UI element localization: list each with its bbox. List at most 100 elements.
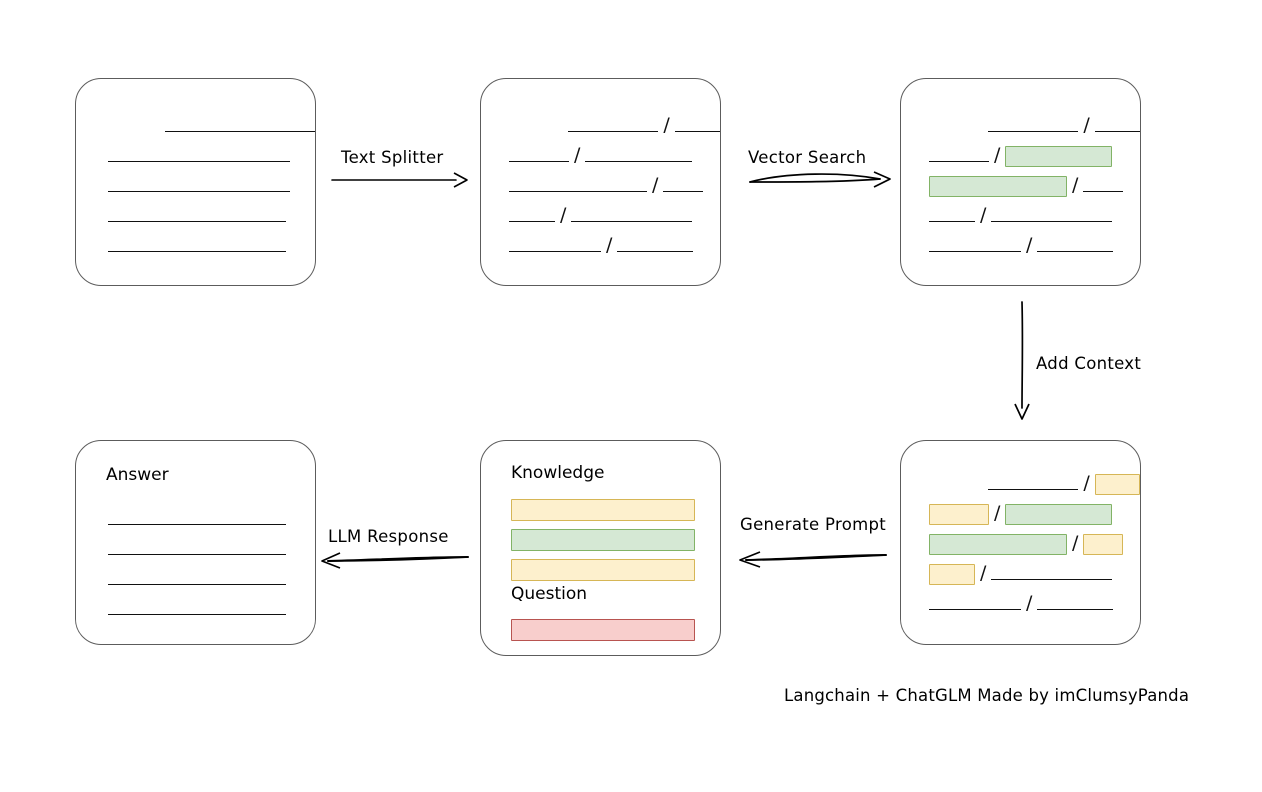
text-line-segment xyxy=(509,180,647,192)
split-document-box: / / / / / xyxy=(480,78,721,286)
document-line-row: / xyxy=(509,111,720,141)
highlight-chip-green xyxy=(1005,503,1113,525)
separator-slash: / xyxy=(1026,591,1033,614)
separator-slash: / xyxy=(994,143,1001,166)
text-line-segment xyxy=(929,240,1021,252)
text-line-segment xyxy=(567,120,659,132)
document-line-row: / xyxy=(509,171,720,201)
document-line-row xyxy=(108,534,315,564)
source-document-box xyxy=(75,78,316,286)
source-document-lines xyxy=(76,111,315,261)
text-line-segment xyxy=(929,598,1021,610)
text-line-segment xyxy=(108,573,286,585)
text-line-segment xyxy=(571,210,693,222)
highlight-chip-yellow xyxy=(1094,473,1140,495)
separator-slash: / xyxy=(994,501,1001,524)
vector-search-arrow xyxy=(749,171,891,188)
highlight-chip-green xyxy=(1005,145,1113,167)
answer-title: Answer xyxy=(106,465,169,485)
generate-prompt-label: Generate Prompt xyxy=(740,515,886,534)
text-line-segment xyxy=(509,210,555,222)
document-line-row: / xyxy=(929,141,1140,171)
knowledge-chip-green xyxy=(511,529,695,551)
document-line-row xyxy=(108,504,315,534)
context-document-box: ///// xyxy=(900,440,1141,645)
text-line-segment xyxy=(509,240,601,252)
separator-slash: / xyxy=(1072,531,1079,554)
text-line-segment xyxy=(108,513,286,525)
add-context-arrow xyxy=(1014,301,1030,420)
document-line-row xyxy=(108,171,315,201)
highlight-chip-yellow xyxy=(929,503,989,525)
text-line-segment xyxy=(663,180,704,192)
document-line-row: / xyxy=(509,141,720,171)
document-line-row: / xyxy=(929,171,1140,201)
document-line-row: / xyxy=(929,589,1140,619)
generate-prompt-arrow xyxy=(739,551,887,568)
knowledge-chip-row xyxy=(511,525,695,555)
document-line-row xyxy=(108,594,315,624)
text-line-segment xyxy=(509,150,569,162)
add-context-label: Add Context xyxy=(1036,354,1142,373)
separator-slash: / xyxy=(574,143,581,166)
document-line-row xyxy=(108,564,315,594)
document-line-row: / xyxy=(509,201,720,231)
highlight-chip-green xyxy=(929,533,1067,555)
text-line-segment xyxy=(991,568,1113,580)
vector-matched-document-lines: / / / / / xyxy=(901,111,1140,261)
question-chip-row xyxy=(511,615,695,645)
text-line-segment xyxy=(108,150,290,162)
question-label: Question xyxy=(511,584,588,604)
separator-slash: / xyxy=(560,203,567,226)
answer-box: Answer xyxy=(75,440,316,645)
highlight-chip-yellow xyxy=(929,563,975,585)
document-line-row: / xyxy=(929,111,1140,141)
text-splitter-label: Text Splitter xyxy=(341,148,444,167)
separator-slash: / xyxy=(1083,113,1090,136)
text-line-segment xyxy=(108,603,286,615)
separator-slash: / xyxy=(606,233,613,256)
footer-credit: Langchain + ChatGLM Made by imClumsyPand… xyxy=(784,686,1190,705)
document-line-row xyxy=(108,201,315,231)
separator-slash: / xyxy=(980,203,987,226)
separator-slash: / xyxy=(663,113,670,136)
text-line-segment xyxy=(108,210,286,222)
context-document-lines: ///// xyxy=(901,469,1140,619)
text-line-segment xyxy=(108,240,286,252)
separator-slash: / xyxy=(652,173,659,196)
text-splitter-arrow xyxy=(331,172,468,188)
vector-matched-document-box: / / / / / xyxy=(900,78,1141,286)
document-line-row: / xyxy=(929,499,1140,529)
knowledge-chip-row xyxy=(511,555,695,585)
knowledge-chip-list xyxy=(511,495,695,585)
vector-search-label: Vector Search xyxy=(748,148,867,167)
document-line-row xyxy=(108,141,315,171)
knowledge-label: Knowledge xyxy=(511,463,605,483)
text-line-segment xyxy=(165,120,315,132)
document-line-row: / xyxy=(509,231,720,261)
text-line-segment xyxy=(108,543,286,555)
text-line-segment xyxy=(585,150,693,162)
text-line-segment xyxy=(617,240,694,252)
text-line-segment xyxy=(991,210,1113,222)
separator-slash: / xyxy=(980,561,987,584)
text-line-segment xyxy=(1037,240,1114,252)
document-line-row: / xyxy=(929,231,1140,261)
knowledge-chip-yellow xyxy=(511,499,695,521)
split-document-lines: / / / / / xyxy=(481,111,720,261)
separator-slash: / xyxy=(1072,173,1079,196)
text-line-segment xyxy=(674,120,720,132)
separator-slash: / xyxy=(1026,233,1033,256)
document-line-row xyxy=(108,111,315,141)
question-chip-list xyxy=(511,615,695,645)
highlight-chip-yellow xyxy=(1083,533,1124,555)
text-line-segment xyxy=(929,210,975,222)
text-line-segment xyxy=(1037,598,1114,610)
highlight-chip-green xyxy=(929,175,1067,197)
document-line-row xyxy=(108,231,315,261)
text-line-segment xyxy=(929,150,989,162)
text-line-segment xyxy=(1083,180,1124,192)
text-line-segment xyxy=(108,180,290,192)
text-line-segment xyxy=(1094,120,1140,132)
document-line-row: / xyxy=(929,559,1140,589)
